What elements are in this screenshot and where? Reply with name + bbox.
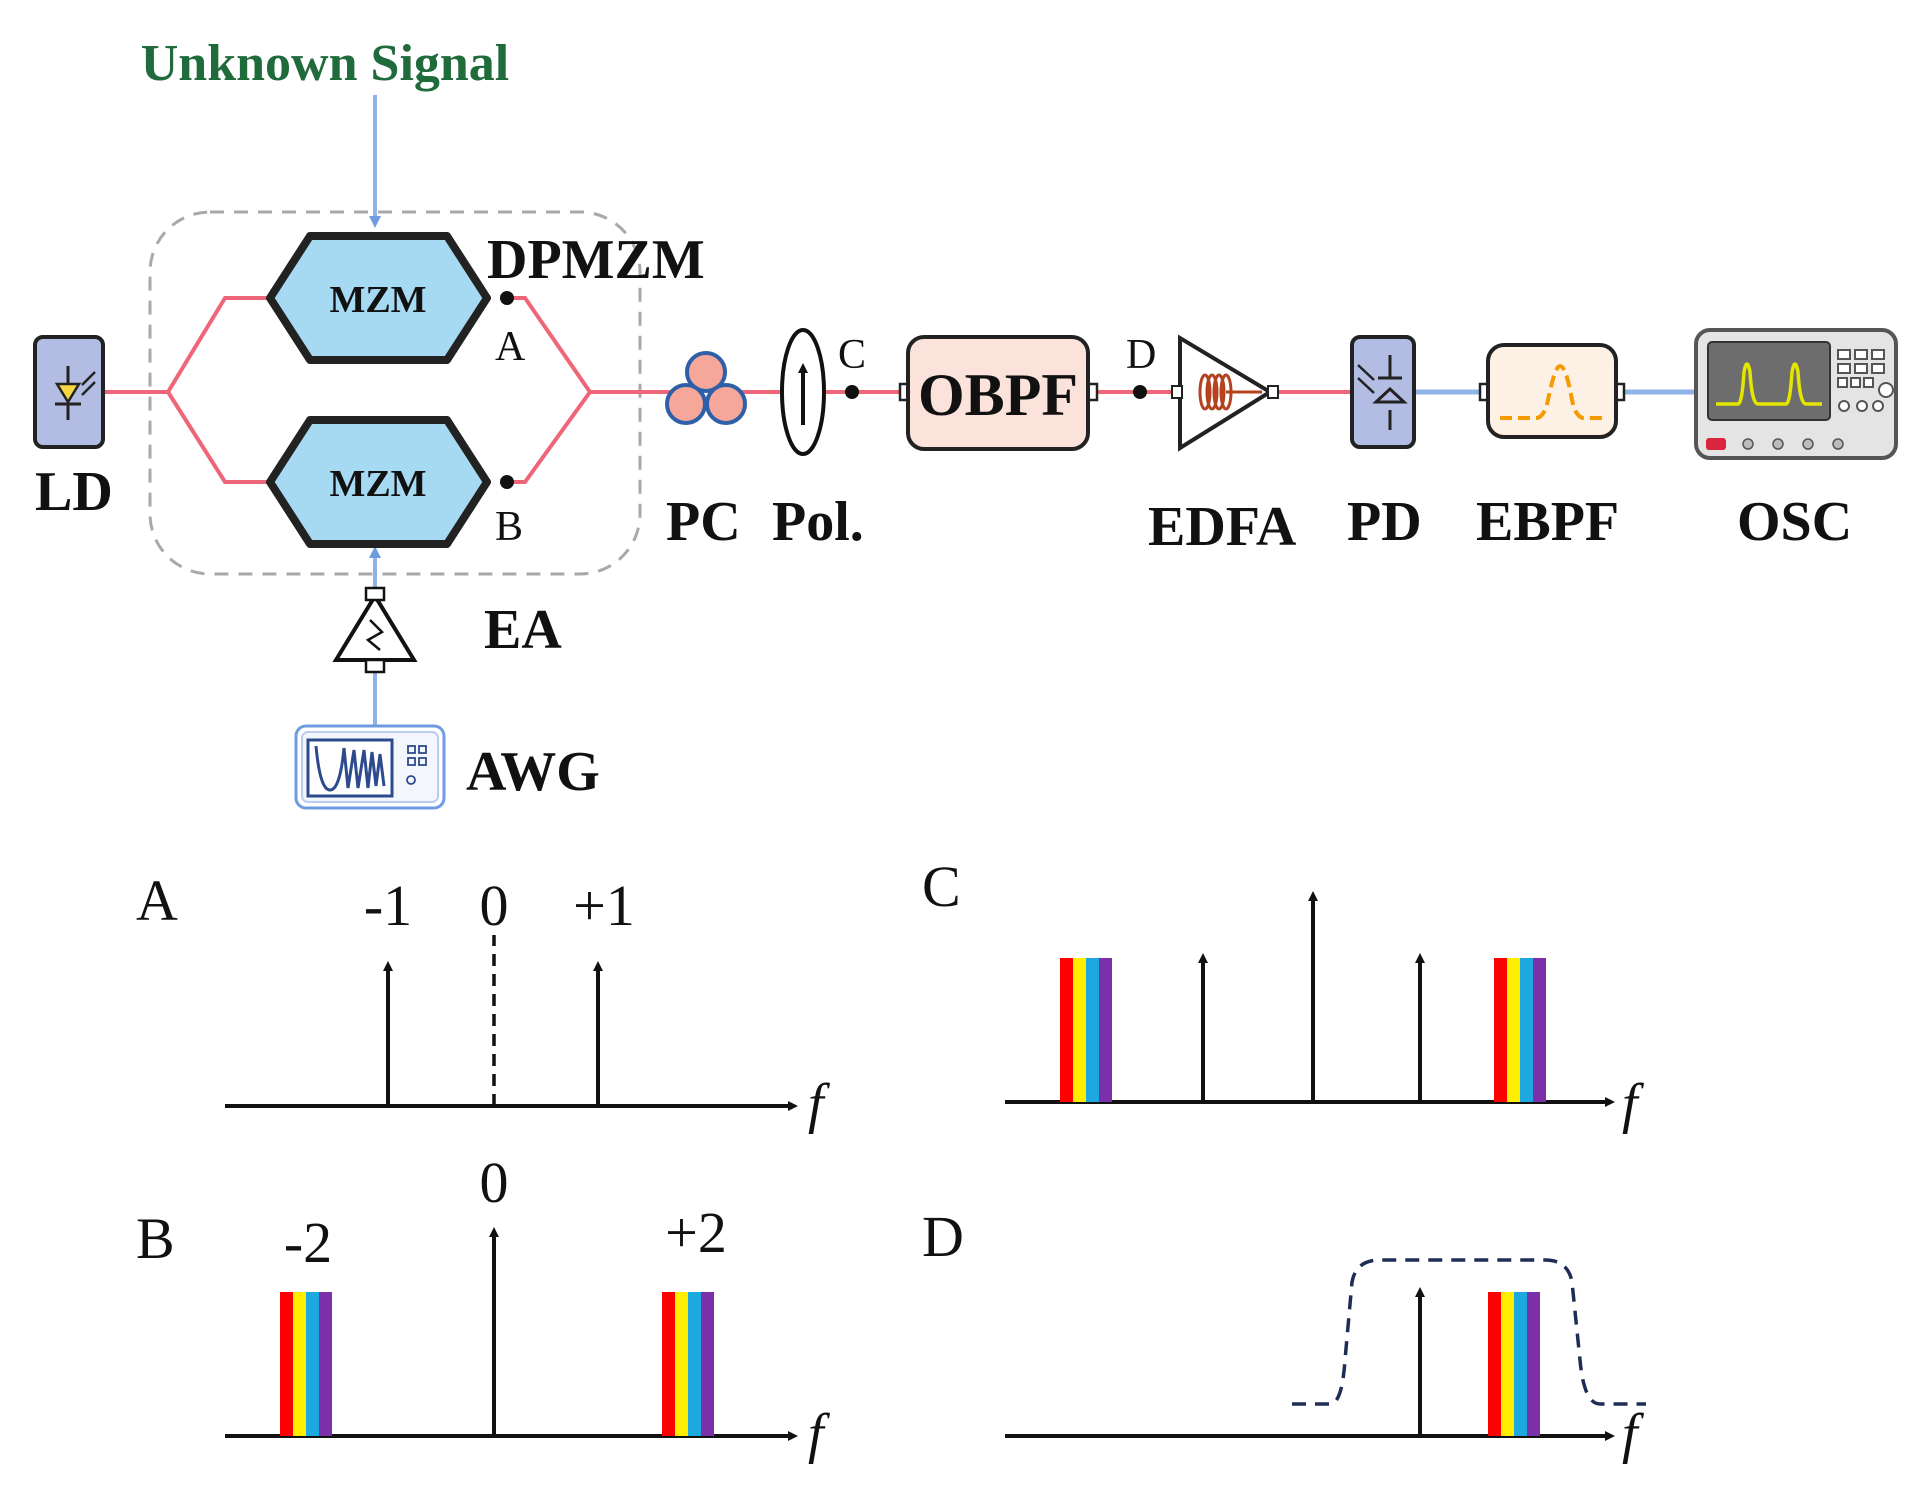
obpf-box: OBPF [898, 335, 1099, 451]
band-stripe [1073, 958, 1086, 1102]
ld-icon [33, 335, 105, 449]
point-c-label: C [838, 332, 866, 378]
pc-label: PC [666, 491, 741, 553]
mzm-bottom: MZM [266, 416, 491, 548]
mzm-top: MZM [266, 232, 491, 364]
dpmzm-label: DPMZM [487, 229, 705, 291]
ld-label: LD [35, 461, 113, 523]
band-stripe [688, 1292, 701, 1436]
spectrum-d: D f [922, 1204, 1646, 1465]
point-d-dot [1133, 385, 1147, 399]
ebpf-label: EBPF [1476, 491, 1619, 553]
obpf-label: OBPF [918, 362, 1078, 428]
band-stripe [1086, 958, 1099, 1102]
spectrum-b-band-right [662, 1292, 714, 1436]
spectrum-d-label: D [922, 1204, 964, 1269]
spectrum-d-axis-label: f [1622, 1403, 1645, 1465]
spectrum-d-band [1488, 1292, 1540, 1436]
ea-label: EA [484, 599, 562, 661]
spectrum-a-order-minus1: -1 [364, 873, 412, 938]
spectrum-d-filter-curve [1292, 1258, 1646, 1406]
pc-icon [665, 351, 747, 425]
band-stripe [1099, 958, 1112, 1102]
point-a-label: A [495, 324, 526, 370]
band-stripe [306, 1292, 319, 1436]
spectrum-b-label: B [136, 1206, 175, 1271]
spectrum-b-order-minus2: -2 [284, 1210, 332, 1275]
pol-label: Pol. [772, 491, 864, 553]
band-stripe [1488, 1292, 1501, 1436]
fiber-lower-in [166, 390, 275, 484]
osc-icon [1694, 328, 1898, 460]
spectrum-c-band-right [1494, 958, 1546, 1102]
band-stripe [319, 1292, 332, 1436]
fiber-lower-out [507, 390, 592, 484]
band-stripe [280, 1292, 293, 1436]
spectrum-b-band-left [280, 1292, 332, 1436]
edfa-icon [1171, 334, 1279, 452]
ebpf-box [1478, 343, 1626, 439]
band-stripe [1527, 1292, 1540, 1436]
band-stripe [1520, 958, 1533, 1102]
band-stripe [1060, 958, 1073, 1102]
spectrum-b-order-0: 0 [480, 1150, 509, 1215]
awg-label: AWG [466, 741, 600, 803]
osc-label: OSC [1737, 491, 1852, 553]
band-stripe [662, 1292, 675, 1436]
mzm-bottom-label: MZM [329, 463, 426, 505]
spectrum-c-label: C [922, 854, 961, 919]
point-b-label: B [495, 504, 523, 550]
fiber-upper-in [166, 296, 275, 394]
band-stripe [1494, 958, 1507, 1102]
spectrum-c: C f [922, 854, 1645, 1135]
spectrum-b-order-plus2: +2 [665, 1200, 727, 1265]
band-stripe [1507, 958, 1520, 1102]
band-stripe [293, 1292, 306, 1436]
band-stripe [675, 1292, 688, 1436]
spectrum-c-band-left [1060, 958, 1112, 1102]
point-d-label: D [1126, 332, 1156, 378]
pd-label: PD [1347, 491, 1422, 553]
point-a-dot [500, 291, 514, 305]
band-stripe [1514, 1292, 1527, 1436]
band-stripe [1533, 958, 1546, 1102]
ea-icon [332, 586, 418, 674]
band-stripe [701, 1292, 714, 1436]
pd-icon [1350, 335, 1416, 449]
awg-icon [294, 724, 446, 810]
point-b-dot [500, 475, 514, 489]
spectrum-b: B f -2 0 +2 [136, 1150, 831, 1465]
spectrum-a-order-0: 0 [480, 873, 509, 938]
spectrum-a: A f -1 0 +1 [136, 868, 831, 1135]
edfa-label: EDFA [1148, 496, 1297, 558]
band-stripe [1501, 1292, 1514, 1436]
spectrum-b-axis-label: f [808, 1403, 831, 1465]
point-c-dot [845, 385, 859, 399]
ebpf-curve [1500, 363, 1604, 420]
spectrum-c-axis-label: f [1622, 1073, 1645, 1135]
spectrum-a-order-plus1: +1 [573, 873, 635, 938]
spectrum-a-label: A [136, 868, 178, 933]
spectrum-a-axis-label: f [808, 1073, 831, 1135]
mzm-top-label: MZM [329, 279, 426, 321]
polarizer-icon [780, 328, 826, 456]
unknown-signal-title: Unknown Signal [141, 35, 510, 92]
